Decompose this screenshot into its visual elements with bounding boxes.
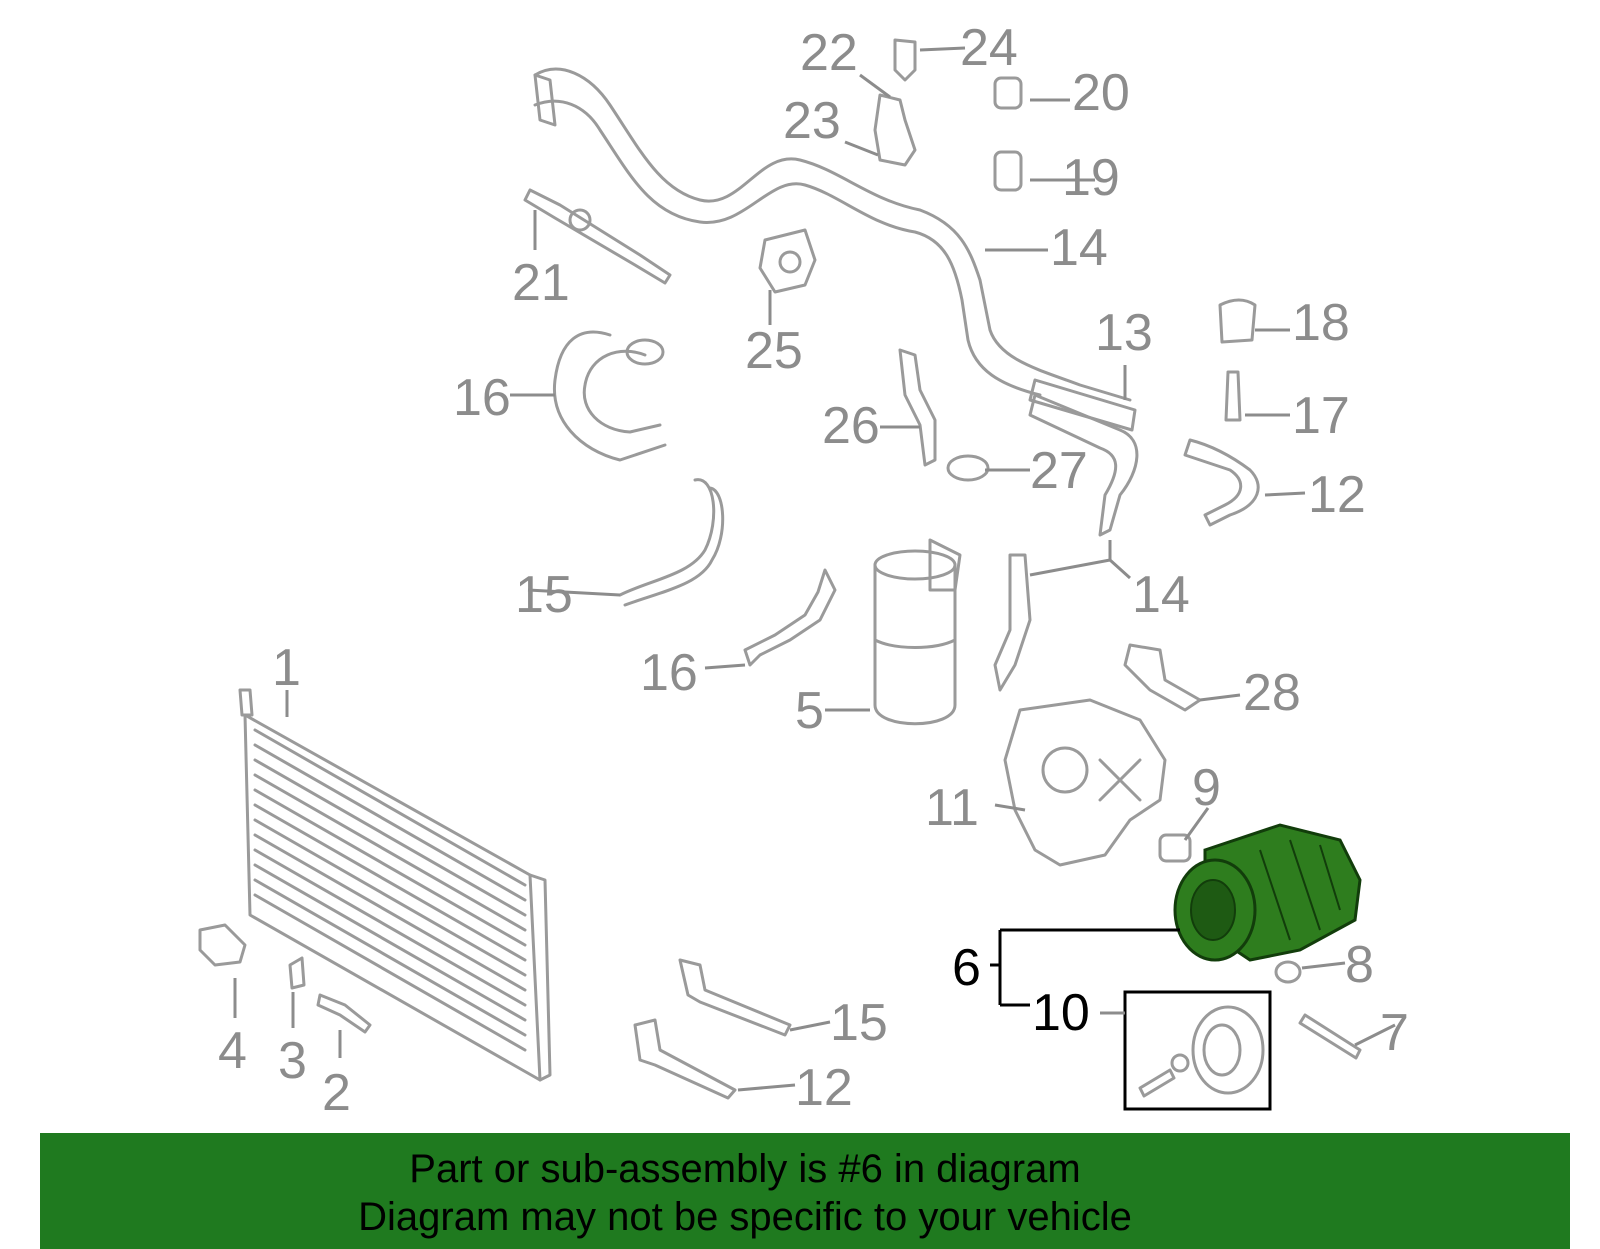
lower-lines-12-15 — [633, 958, 792, 1100]
part-5-receiver-drier — [873, 538, 962, 726]
callout-4: 4 — [218, 1022, 247, 1080]
callout-17: 17 — [1292, 387, 1350, 445]
callout-26: 26 — [822, 397, 880, 455]
part-27-clamp — [946, 454, 990, 482]
part-6-compressor — [1173, 823, 1362, 962]
part-1-condenser — [238, 688, 552, 1082]
callout-13: 13 — [1095, 304, 1153, 362]
callout-6: 6 — [952, 939, 981, 997]
callout-12-upper: 12 — [1308, 466, 1366, 524]
callout-11: 11 — [925, 779, 979, 837]
part-26-bracket — [898, 348, 937, 467]
callout-3: 3 — [278, 1032, 307, 1090]
callout-16-lower: 16 — [640, 644, 698, 702]
part-16-line-lower — [743, 568, 837, 667]
part-25-grommet — [758, 228, 817, 294]
callout-9: 9 — [1192, 759, 1221, 817]
leader-lines — [233, 46, 1396, 1092]
callout-labels: 1 2 3 4 5 6 7 8 9 10 11 12 12 13 14 14 1… — [218, 19, 1409, 1122]
callout-24: 24 — [960, 19, 1018, 77]
callout-14-lower: 14 — [1132, 566, 1190, 624]
callout-20: 20 — [1072, 64, 1130, 122]
part-12-line-upper — [1183, 438, 1260, 527]
callout-14-upper: 14 — [1050, 219, 1108, 277]
callout-21: 21 — [512, 254, 570, 312]
part-16-hose-upper — [552, 330, 667, 462]
part-21-valve — [523, 188, 672, 285]
part-15-hose-upper — [618, 478, 725, 607]
part-17-switch — [1224, 370, 1242, 422]
callout-15-upper: 15 — [515, 566, 573, 624]
callout-10: 10 — [1032, 984, 1090, 1042]
callout-1: 1 — [272, 639, 301, 697]
callout-18: 18 — [1292, 294, 1350, 352]
callout-27: 27 — [1030, 442, 1088, 500]
ac-line-upper — [533, 67, 1137, 432]
callout-15-lower: 15 — [830, 994, 888, 1052]
callout-16-upper: 16 — [453, 369, 511, 427]
part-10-pulley-kit — [1123, 990, 1272, 1111]
callout-5: 5 — [795, 682, 824, 740]
callout-28: 28 — [1243, 664, 1301, 722]
part-7-bolt — [1298, 1013, 1362, 1060]
callout-12-lower: 12 — [795, 1059, 853, 1117]
part-8-washer — [1274, 960, 1302, 984]
callout-22: 22 — [800, 24, 858, 82]
callout-2: 2 — [322, 1064, 351, 1122]
part-28-bracket — [1123, 643, 1202, 712]
info-banner: Part or sub-assembly is #6 in diagram Di… — [40, 1133, 1570, 1249]
caps — [993, 76, 1257, 344]
banner-line-disclaimer: Diagram may not be specific to your vehi… — [358, 1195, 1132, 1239]
banner-line-part: Part or sub-assembly is #6 in diagram — [409, 1147, 1081, 1191]
callout-23: 23 — [783, 92, 841, 150]
callout-7: 7 — [1380, 1004, 1409, 1062]
small-parts-2-3-4 — [198, 923, 372, 1034]
callout-8: 8 — [1345, 936, 1374, 994]
callout-19: 19 — [1062, 149, 1120, 207]
part-9-bushing — [1158, 833, 1192, 863]
part-22-23-24-brackets — [873, 38, 917, 167]
part-11-bracket — [1003, 698, 1167, 867]
part-14-hoses — [993, 393, 1139, 692]
callout-25: 25 — [745, 322, 803, 380]
